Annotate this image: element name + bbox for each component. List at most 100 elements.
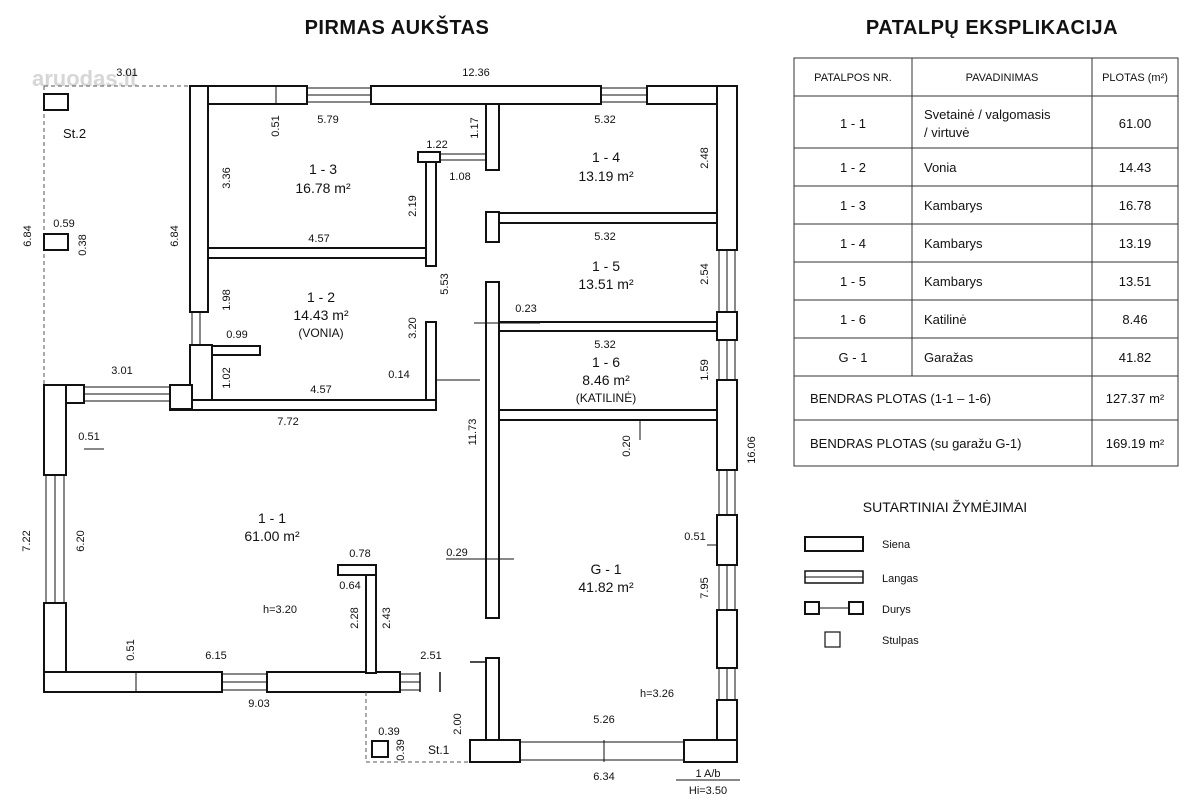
dim-2-48: 2.48 [699,147,711,168]
dim-1-02: 1.02 [221,367,233,388]
room-1-1-height: h=3.20 [263,604,297,616]
pillars [43,93,389,758]
dim-0-39-b: 0.39 [395,739,407,760]
room-1-3-number: 1 - 3 [309,161,337,177]
dim-1-59: 1.59 [699,359,711,380]
dim-5-79: 5.79 [317,114,338,126]
table-row-nr: 1 - 2 [840,160,866,175]
table-total-label: BENDRAS PLOTAS (1-1 – 1-6) [810,391,991,406]
table-row-name: Svetainė / valgomasis [924,107,1051,122]
legend-door-right-symbol [848,601,864,615]
dim-2-54: 2.54 [699,263,711,284]
table-row-area: 61.00 [1119,116,1152,131]
legend-door-left-symbol [804,601,820,615]
table-row-name: Katilinė [924,312,967,327]
table-row-nr: 1 - 3 [840,198,866,213]
room-1-6-area: 8.46 m² [582,372,630,388]
legend-window-label: Langas [882,573,919,585]
dim-0-51-a: 0.51 [270,115,282,136]
dim-0-39-a: 0.39 [378,726,399,738]
dim-6-84-outer: 6.84 [22,225,34,246]
dim-16-06: 16.06 [746,436,758,464]
scale-bottom-label: Hi=3.50 [689,785,727,797]
legend-door-label: Durys [882,604,911,616]
room-1-5-area: 13.51 m² [578,276,634,292]
table-row-name: Kambarys [924,198,983,213]
dim-3-01-top: 3.01 [116,67,137,79]
dim-5-32-b: 5.32 [594,231,615,243]
dim-12-36: 12.36 [462,67,490,79]
room-1-6-number: 1 - 6 [592,354,620,370]
table-row-nr: 1 - 5 [840,274,866,289]
room-g-1-area: 41.82 m² [578,579,634,595]
dim-2-43: 2.43 [381,607,393,628]
legend-pillar-label: Stulpas [882,635,919,647]
legend-pillar-symbol [824,631,841,648]
dim-7-72: 7.72 [277,416,298,428]
walls [43,85,738,763]
dim-6-34: 6.34 [593,771,614,783]
pillar-st1-label: St.1 [428,743,450,757]
dim-7-95: 7.95 [699,577,711,598]
dim-1-22: 1.22 [426,139,447,151]
table-header-area: PLOTAS (m²) [1102,72,1168,84]
table-row-name: Vonia [924,160,957,175]
dim-6-84-inner: 6.84 [169,225,181,246]
room-1-4-area: 13.19 m² [578,168,634,184]
dim-0-59: 0.59 [53,218,74,230]
table-row-nr: 1 - 1 [840,116,866,131]
table-total-value: 169.19 m² [1106,436,1165,451]
dim-0-14: 0.14 [388,369,409,381]
table-header-name: PAVADINIMAS [966,72,1039,84]
dim-5-32-c: 5.32 [594,339,615,351]
table-row-name: Garažas [924,350,974,365]
dim-1-17: 1.17 [469,117,481,138]
dim-1-08: 1.08 [449,171,470,183]
dimension-lines [84,86,717,762]
dim-7-22: 7.22 [21,530,33,551]
dim-3-20: 3.20 [407,317,419,338]
room-1-6-subtitle: (KATILINĖ) [576,391,636,405]
dim-5-26: 5.26 [593,714,614,726]
dim-5-32-a: 5.32 [594,114,615,126]
table-row-area: 8.46 [1122,312,1147,327]
dim-0-29: 0.29 [446,547,467,559]
table-row-area: 41.82 [1119,350,1152,365]
room-1-5-number: 1 - 5 [592,258,620,274]
dim-3-01-mid: 3.01 [111,365,132,377]
room-1-3-area: 16.78 m² [295,180,351,196]
table-row-nr: G - 1 [839,350,868,365]
dim-2-19: 2.19 [407,195,419,216]
dim-0-99: 0.99 [226,329,247,341]
dim-2-00: 2.00 [452,713,464,734]
table-header-nr: PATALPOS NR. [814,72,892,84]
dim-4-57-b: 4.57 [310,384,331,396]
dim-5-53: 5.53 [439,273,451,294]
dim-2-28: 2.28 [349,607,361,628]
room-1-2-area: 14.43 m² [293,307,349,323]
explication-table: PATALPOS NR. PAVADINIMAS PLOTAS (m²) 1 -… [793,57,1179,467]
scale-top-label: 1 A/b [695,768,720,780]
pillar-st2-label: St.2 [63,126,86,141]
dim-0-51-d: 0.51 [125,639,137,660]
outline-dashed [43,85,470,763]
table-row-area: 13.19 [1119,236,1152,251]
dim-0-78: 0.78 [349,548,370,560]
dim-0-51-c: 0.51 [684,531,705,543]
room-1-2-subtitle: (VONIA) [298,326,343,340]
dim-0-23: 0.23 [515,303,536,315]
legend-wall-label: Siena [882,539,911,551]
dim-1-98: 1.98 [221,289,233,310]
room-1-1-number: 1 - 1 [258,510,286,526]
dim-0-20: 0.20 [621,435,633,456]
dim-0-64: 0.64 [339,580,360,592]
table-total-label: BENDRAS PLOTAS (su garažu G-1) [810,436,1021,451]
dim-6-20: 6.20 [75,530,87,551]
room-1-1-area: 61.00 m² [244,528,300,544]
room-1-2-number: 1 - 2 [307,289,335,305]
dim-4-57-a: 4.57 [308,233,329,245]
legend: SUTARTINIAI ŽYMĖJIMAI Siena Langas Durys… [804,498,1027,648]
table-row-name: Kambarys [924,274,983,289]
doors [419,661,486,692]
